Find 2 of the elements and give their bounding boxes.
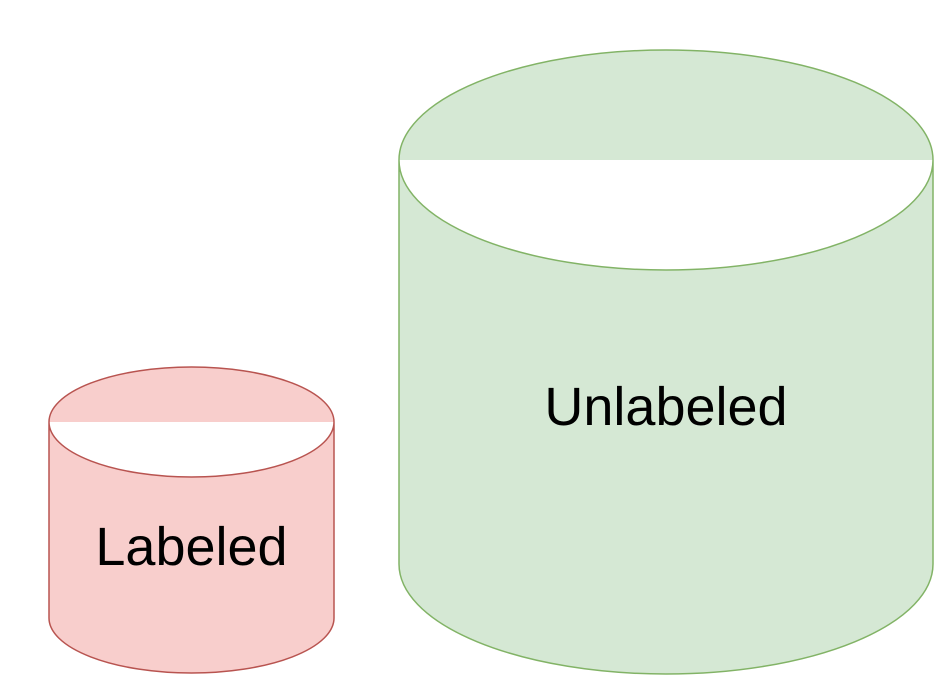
- cylinder-label: Labeled: [94, 520, 289, 574]
- cylinder-label: Unlabeled: [543, 380, 789, 434]
